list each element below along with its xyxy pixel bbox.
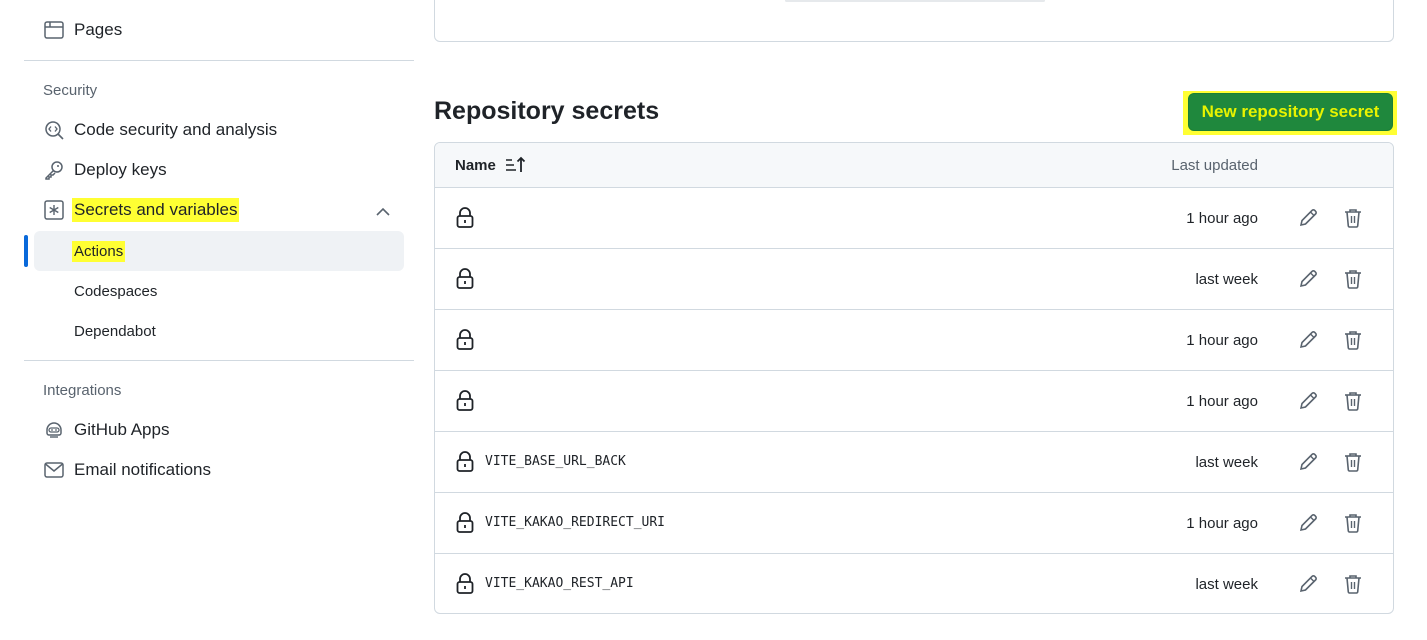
secret-name: VITE_BASE_URL_BACK [485,454,626,469]
pencil-icon[interactable] [1297,268,1319,290]
settings-sidebar: Pages Security Code security and analysi… [24,0,414,640]
pencil-icon[interactable] [1297,207,1319,229]
section-title-integrations: Integrations [43,382,122,399]
divider [24,60,414,61]
browser-icon [43,19,65,41]
sidebar-item-label: Actions [72,240,126,262]
new-repository-secret-button[interactable]: New repository secret [1188,93,1393,131]
pencil-icon[interactable] [1297,451,1319,473]
sidebar-item-secrets-and-variables[interactable]: Secrets and variables [24,190,414,230]
lock-icon [455,451,475,473]
secret-last-updated: last week [1195,271,1258,288]
secret-name: VITE_KAKAO_REDIRECT_URI [485,515,666,530]
sidebar-item-label: Codespaces [74,282,158,300]
sidebar-item-label: Pages [74,20,123,39]
table-row: 1 hour ago [435,310,1393,371]
trash-icon[interactable] [1342,390,1364,412]
scroll-indicator [785,0,1045,2]
table-row: last week [435,249,1393,310]
sidebar-item-github-apps[interactable]: GitHub Apps [24,410,414,450]
secret-last-updated: 1 hour ago [1186,393,1258,410]
trash-icon[interactable] [1342,268,1364,290]
sidebar-item-actions[interactable]: Actions [24,231,414,271]
trash-icon[interactable] [1342,512,1364,534]
active-item-indicator [24,235,28,267]
trash-icon[interactable] [1342,329,1364,351]
lock-icon [455,390,475,412]
secret-last-updated: 1 hour ago [1186,332,1258,349]
sidebar-item-label: Email notifications [74,460,212,479]
sidebar-item-code-security[interactable]: Code security and analysis [24,110,414,150]
sidebar-item-label: GitHub Apps [74,420,170,439]
chevron-up-icon[interactable] [374,203,392,221]
sidebar-item-email-notifications[interactable]: Email notifications [24,450,414,490]
table-row: 1 hour ago [435,188,1393,249]
secret-name: VITE_KAKAO_REST_API [485,576,634,591]
mail-icon [43,459,65,481]
sidebar-item-label: Dependabot [74,322,156,340]
page-title: Repository secrets [434,97,660,125]
sidebar-item-dependabot[interactable]: Dependabot [24,311,414,351]
previous-section-card [434,0,1394,42]
sidebar-item-pages[interactable]: Pages [24,10,414,50]
secrets-table: Name Last updated 1 hour ago last week 1 h… [434,142,1394,614]
pencil-icon[interactable] [1297,512,1319,534]
divider [24,360,414,361]
pencil-icon[interactable] [1297,390,1319,412]
table-row: VITE_KAKAO_REDIRECT_URI 1 hour ago [435,493,1393,554]
asterisk-box-icon [43,199,65,221]
sidebar-item-label: Deploy keys [74,160,167,179]
codescan-icon [43,119,65,141]
table-row: VITE_BASE_URL_BACK last week [435,432,1393,493]
sidebar-item-label: Code security and analysis [74,120,278,139]
lock-icon [455,512,475,534]
pencil-icon[interactable] [1297,329,1319,351]
secret-last-updated: 1 hour ago [1186,210,1258,227]
lock-icon [455,573,475,595]
lock-icon [455,207,475,229]
column-header-name[interactable]: Name [455,157,496,174]
table-header: Name Last updated [435,143,1393,188]
lock-icon [455,329,475,351]
trash-icon[interactable] [1342,451,1364,473]
table-row: VITE_KAKAO_REST_API last week [435,554,1393,613]
sidebar-item-label: Secrets and variables [72,198,240,222]
key-icon [43,159,65,181]
pencil-icon[interactable] [1297,573,1319,595]
sidebar-item-codespaces[interactable]: Codespaces [24,271,414,311]
secret-last-updated: last week [1195,454,1258,471]
section-title-security: Security [43,82,98,99]
secret-last-updated: 1 hour ago [1186,515,1258,532]
lock-icon [455,268,475,290]
table-row: 1 hour ago [435,371,1393,432]
trash-icon[interactable] [1342,207,1364,229]
column-header-last-updated: Last updated [1171,157,1258,174]
hubot-icon [43,419,65,441]
secret-last-updated: last week [1195,576,1258,593]
trash-icon[interactable] [1342,573,1364,595]
sort-asc-icon[interactable] [505,156,527,174]
sidebar-item-deploy-keys[interactable]: Deploy keys [24,150,414,190]
